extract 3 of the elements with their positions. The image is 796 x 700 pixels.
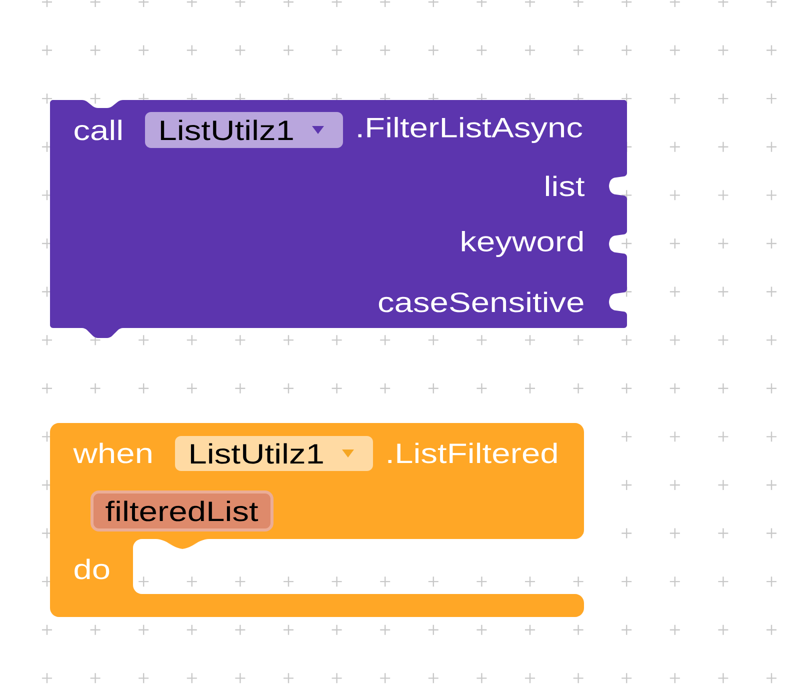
dropdown-field: ListUtilz1 <box>175 436 373 471</box>
dropdown-field: ListUtilz1 <box>145 112 343 148</box>
parameter-chip: filteredList <box>90 490 274 532</box>
